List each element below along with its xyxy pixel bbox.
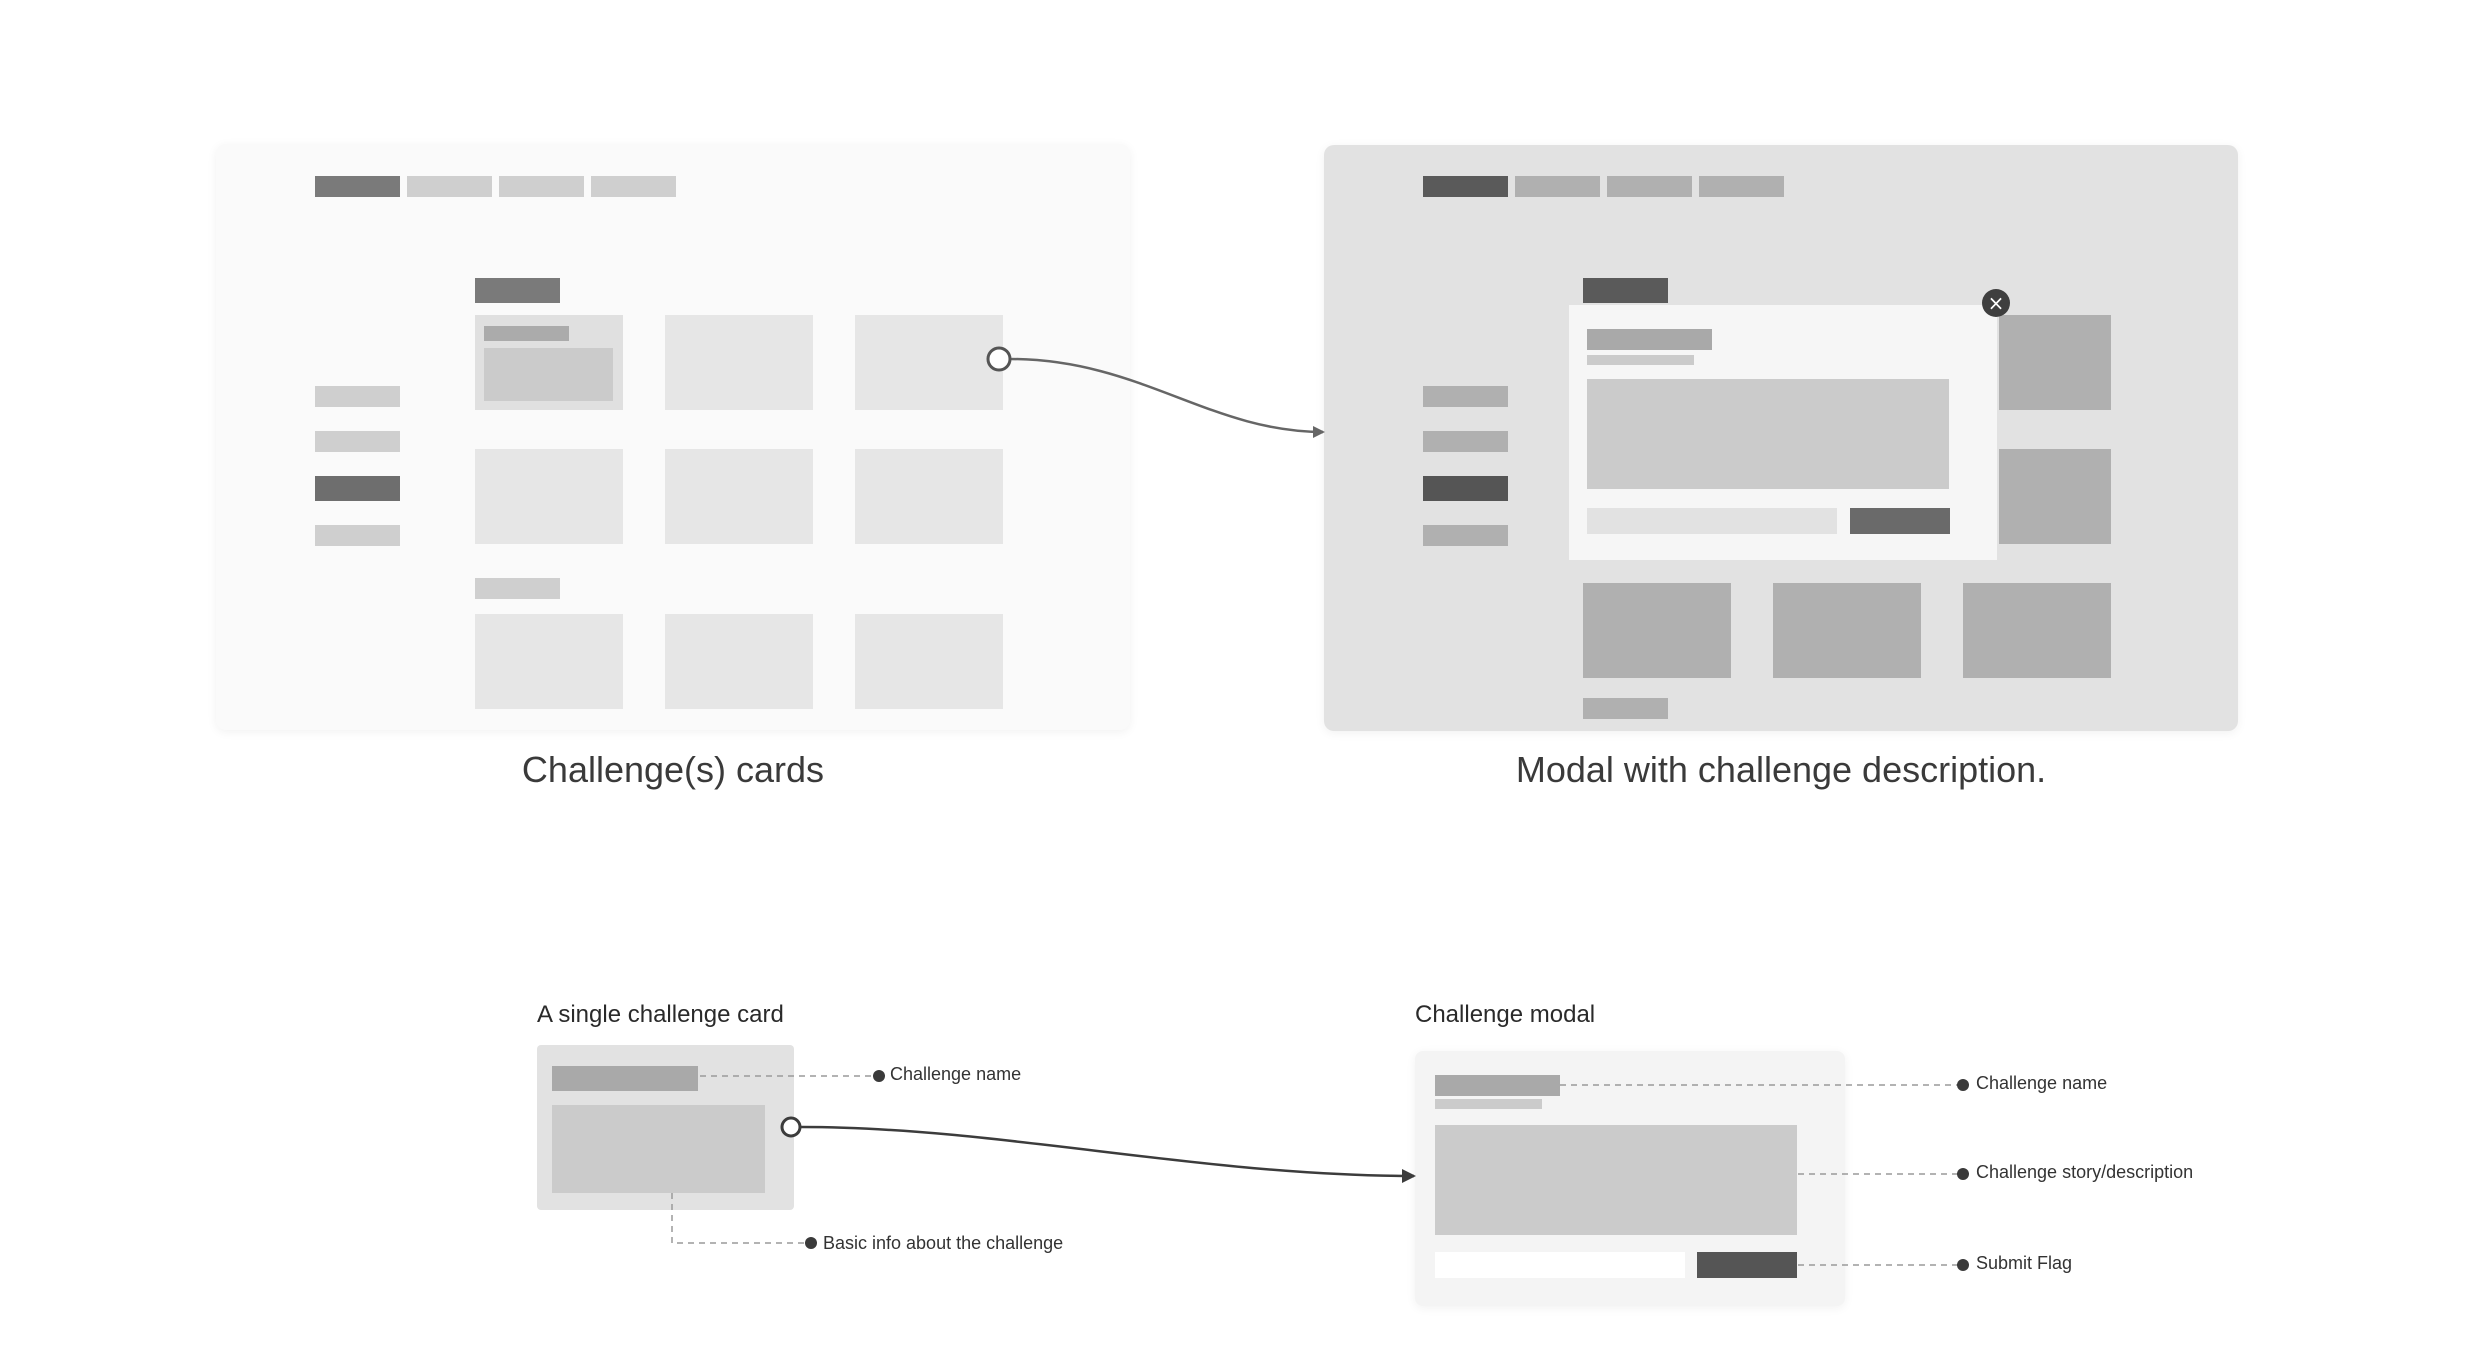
modal-title-bar <box>1587 329 1712 350</box>
card-name-annotation: Challenge name <box>890 1064 1022 1084</box>
sidebar-item-active <box>315 476 400 501</box>
challenge-card <box>1999 315 2111 410</box>
leader-dot <box>1957 1168 1969 1180</box>
nav-tab <box>591 176 676 197</box>
nav-tab <box>1607 176 1692 197</box>
challenge-card <box>855 315 1003 410</box>
sidebar-item-active <box>1423 476 1508 501</box>
connector-origin-circle <box>986 346 1012 372</box>
leader-dot <box>1957 1259 1969 1271</box>
sidebar-item <box>1423 431 1508 452</box>
challenge-card <box>475 614 623 709</box>
card-basic-info-annotation: Basic info about the challenge <box>823 1233 1064 1253</box>
modal-screen-caption: Modal with challenge description. <box>1515 749 2047 790</box>
challenge-card <box>665 315 813 410</box>
sidebar-item <box>1423 525 1508 546</box>
sidebar-item <box>1423 386 1508 407</box>
cards-screen-caption: Challenge(s) cards <box>521 749 825 790</box>
challenge-card <box>475 449 623 544</box>
nav-tab <box>1699 176 1784 197</box>
category-header <box>475 578 560 599</box>
modal-subtitle-bar <box>1435 1099 1542 1109</box>
cards-screen-wireframe <box>216 144 1130 730</box>
category-header <box>475 278 560 303</box>
close-icon[interactable]: × <box>1982 289 2010 317</box>
modal-subtitle-bar <box>1587 355 1694 365</box>
single-card-heading: A single challenge card <box>537 1001 784 1028</box>
single-challenge-card <box>537 1045 794 1210</box>
category-header <box>1583 278 1668 303</box>
modal-title-bar <box>1435 1075 1560 1096</box>
challenge-card <box>855 449 1003 544</box>
nav-tab-active <box>315 176 400 197</box>
flow-connector-top <box>1009 357 1325 438</box>
modal-submit-annotation: Submit Flag <box>1976 1253 2073 1273</box>
submit-flag-button <box>1850 508 1950 534</box>
challenge-card <box>665 449 813 544</box>
challenge-card <box>665 614 813 709</box>
modal-description-block <box>1435 1125 1797 1235</box>
submit-flag-button <box>1697 1252 1797 1278</box>
card-title-bar <box>552 1066 698 1091</box>
sidebar-item <box>315 386 400 407</box>
challenge-card <box>1773 583 1921 678</box>
sidebar-item <box>315 525 400 546</box>
nav-tab <box>407 176 492 197</box>
challenge-modal <box>1569 305 1997 560</box>
category-header <box>1583 698 1668 719</box>
modal-description-annotation: Challenge story/description <box>1976 1162 2194 1182</box>
leader-dot <box>873 1070 885 1082</box>
challenge-card <box>1999 449 2111 544</box>
sidebar-item <box>315 431 400 452</box>
nav-tab <box>499 176 584 197</box>
leader-dot <box>1957 1079 1969 1091</box>
leader-card-info <box>671 1193 808 1244</box>
nav-tab-active <box>1423 176 1508 197</box>
card-body-block <box>484 348 613 401</box>
challenge-card <box>1583 583 1731 678</box>
challenge-card <box>855 614 1003 709</box>
leader-dot <box>805 1237 817 1249</box>
connector-origin-circle <box>780 1116 802 1138</box>
challenge-card-highlighted <box>475 315 623 410</box>
flow-connector-bottom <box>800 1125 1416 1183</box>
modal-screen-wireframe: × <box>1324 145 2238 731</box>
challenge-modal-heading: Challenge modal <box>1415 1001 1596 1028</box>
card-body-block <box>552 1105 765 1193</box>
card-title-bar <box>484 326 569 341</box>
flag-input-bar <box>1435 1252 1685 1278</box>
nav-tab <box>1515 176 1600 197</box>
modal-description-block <box>1587 379 1949 489</box>
challenge-card <box>1963 583 2111 678</box>
flag-input-bar <box>1587 508 1837 534</box>
challenge-modal-detail <box>1415 1051 1845 1306</box>
modal-name-annotation: Challenge name <box>1976 1073 2108 1093</box>
